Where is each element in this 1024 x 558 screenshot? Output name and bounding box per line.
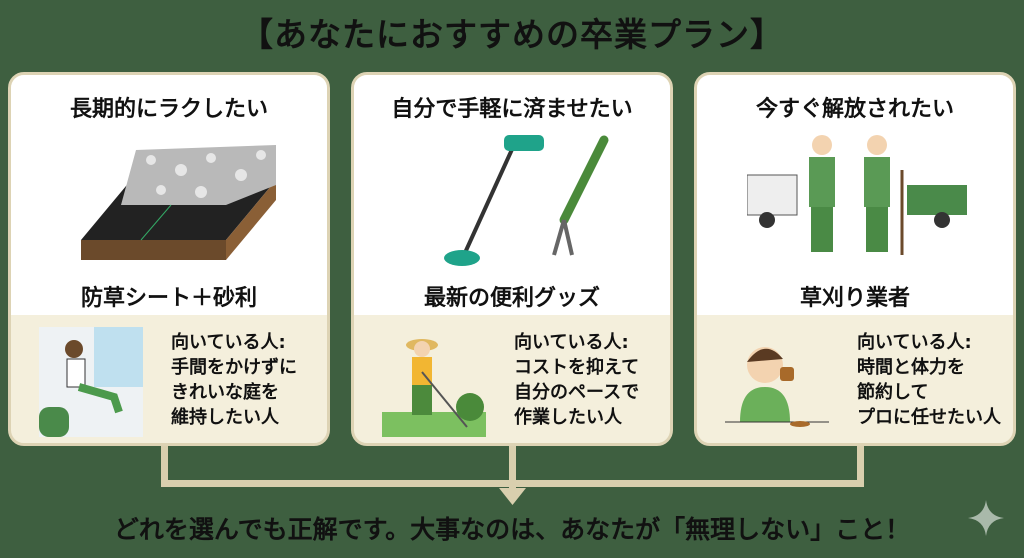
connector-center [509, 446, 516, 492]
person-drinking-tea-illustration [725, 347, 829, 427]
gardener-trimming-illustration [382, 339, 486, 437]
target-text: 時間と体力を 節約して プロに任せたい人 [857, 357, 1001, 428]
target-label: 向いている人: [171, 332, 286, 353]
plan-caption: 防草シート＋砂利 [80, 286, 257, 311]
relaxing-person-illustration [39, 327, 143, 437]
target-text: コストを抑えて 自分のペースで 作業したい人 [514, 357, 640, 428]
sparkle-icon [968, 500, 1004, 536]
plan-caption: 草刈り業者 [799, 286, 910, 311]
trimmer-and-weeder-illustration [444, 135, 609, 266]
connector-left [161, 446, 168, 486]
plan-card-contractor: 今すぐ解放されたい 草刈り業者 向いている人: 時間と体力を 節約して プロに任… [694, 72, 1016, 446]
target-description: 向いている人: 手間をかけずに きれいな庭を 維持したい人 [171, 330, 297, 430]
gravel-sheet-illustration [81, 145, 276, 260]
plan-heading: 自分で手軽に済ませたい [391, 97, 633, 122]
target-label: 向いている人: [514, 332, 629, 353]
plan-heading: 長期的にラクしたい [69, 97, 268, 122]
target-label: 向いている人: [857, 332, 972, 353]
connector-right [857, 446, 864, 486]
arrow-down-icon [499, 488, 526, 505]
plan-card-gadgets: 自分で手軽に済ませたい 最新の便利グッズ 向いている人: コストを抑えて 自分の… [351, 72, 673, 446]
target-description: 向いている人: 時間と体力を 節約して プロに任せたい人 [857, 330, 1001, 430]
plan-card-sheet-gravel: 長期的にラクしたい 防草シート＋砂利 向いている人: 手間をかけずに きれいな庭… [8, 72, 330, 446]
conclusion-text: どれを選んでも正解です。大事なのは、あなたが「無理しない」こと！ [113, 515, 911, 544]
plan-caption: 最新の便利グッズ [423, 286, 600, 311]
page-title: 【あなたにおすすめの卒業プラン】 [240, 15, 784, 54]
plan-heading: 今すぐ解放されたい [755, 97, 954, 122]
contractors-illustration [747, 135, 967, 255]
target-text: 手間をかけずに きれいな庭を 維持したい人 [171, 357, 297, 428]
target-description: 向いている人: コストを抑えて 自分のペースで 作業したい人 [514, 330, 639, 430]
